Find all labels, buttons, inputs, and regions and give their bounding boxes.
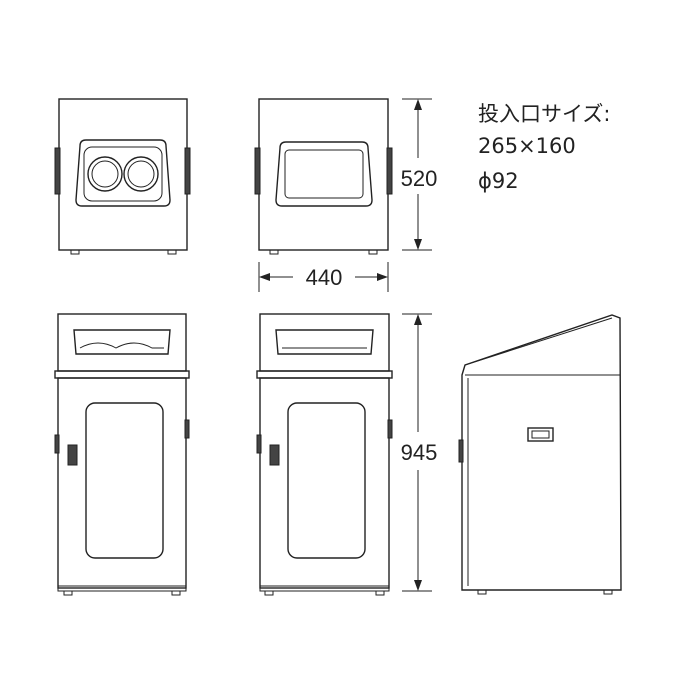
front-view-rect-window bbox=[287, 402, 366, 559]
front-view-rect-slot bbox=[275, 329, 374, 355]
front-view-rect-base bbox=[259, 585, 390, 592]
right-hinge bbox=[184, 147, 191, 195]
rect-opening-frame bbox=[275, 141, 373, 207]
opening-size-value: 265×160 bbox=[478, 134, 576, 158]
dimension-top-height: 520 bbox=[401, 98, 438, 251]
front-view-round-hinge bbox=[184, 419, 190, 439]
front-view-rect-hinge bbox=[256, 434, 262, 454]
front-view-round-window bbox=[85, 402, 164, 559]
round-opening-left bbox=[87, 156, 123, 192]
opening-diameter-value: ϕ92 bbox=[478, 169, 519, 193]
top-view-round-openings bbox=[54, 98, 191, 255]
rect-opening-slot bbox=[284, 149, 364, 199]
round-opening-right bbox=[123, 156, 159, 192]
front-view-rect-hinge bbox=[387, 419, 393, 439]
front-view-round-ledge bbox=[54, 370, 190, 379]
left-hinge bbox=[254, 147, 261, 195]
dimension-body-height: 945 bbox=[401, 313, 438, 592]
dimension-440-label: 440 bbox=[306, 265, 343, 290]
top-view-rect-opening bbox=[254, 98, 393, 255]
front-view-round-lock bbox=[67, 444, 78, 466]
front-view-round-base bbox=[57, 585, 187, 592]
foot bbox=[167, 249, 177, 255]
dimension-width: 440 bbox=[258, 262, 389, 292]
opening-size-label: 投入口サイズ: bbox=[478, 102, 611, 126]
front-view-rect bbox=[256, 313, 393, 596]
front-view-rect-lock bbox=[269, 444, 280, 466]
front-view-round bbox=[54, 313, 190, 596]
left-hinge bbox=[54, 147, 61, 195]
front-view-round-top bbox=[57, 313, 187, 372]
foot bbox=[269, 249, 279, 255]
dimension-945-label: 945 bbox=[401, 440, 438, 465]
side-view-roof-edge bbox=[464, 317, 613, 366]
side-view bbox=[458, 314, 622, 595]
foot bbox=[477, 589, 487, 595]
front-view-round-body bbox=[57, 377, 187, 589]
foot bbox=[603, 589, 613, 595]
front-view-rect-body bbox=[259, 377, 390, 589]
side-view-hinge bbox=[458, 439, 464, 463]
foot bbox=[63, 590, 73, 596]
foot bbox=[375, 590, 385, 596]
front-view-round-hinge bbox=[54, 434, 60, 454]
foot bbox=[368, 249, 378, 255]
round-opening-right-inner bbox=[127, 160, 155, 188]
side-view-handle bbox=[527, 427, 554, 442]
right-hinge bbox=[386, 147, 393, 195]
foot bbox=[70, 249, 80, 255]
round-opening-frame bbox=[75, 139, 171, 207]
side-view-handle-inner bbox=[531, 430, 550, 439]
front-view-round-lids bbox=[79, 342, 164, 349]
round-opening-inner bbox=[83, 146, 163, 202]
round-opening-left-inner bbox=[91, 160, 119, 188]
front-view-round-slot bbox=[73, 329, 171, 355]
side-view-outline bbox=[461, 314, 622, 591]
dimension-520-label: 520 bbox=[401, 166, 438, 191]
foot bbox=[264, 590, 274, 596]
foot bbox=[171, 590, 181, 596]
front-view-rect-ledge bbox=[256, 370, 393, 379]
front-view-rect-top bbox=[259, 313, 390, 372]
